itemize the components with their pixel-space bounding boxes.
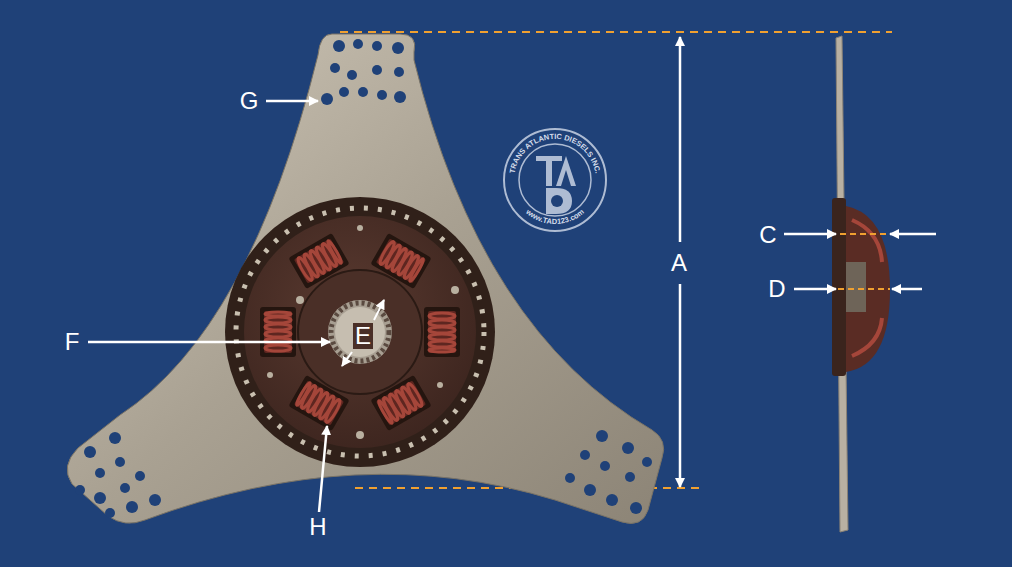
watermark-text: www.TAD123.com	[523, 207, 586, 226]
callout-letter: H	[309, 515, 326, 539]
callout-letter: C	[759, 223, 776, 247]
callout-letter: D	[768, 277, 785, 301]
watermark-text: www.TAD123.com	[523, 207, 586, 226]
callout-letter: G	[240, 89, 259, 113]
callout-letter: E	[353, 323, 373, 349]
watermark-text: TRANS ATLANTIC DIESELS INC.	[508, 132, 603, 174]
callout-letter: F	[65, 330, 80, 354]
watermark-text: TRANS ATLANTIC DIESELS INC.	[508, 132, 603, 174]
callout-letter: A	[671, 251, 687, 275]
